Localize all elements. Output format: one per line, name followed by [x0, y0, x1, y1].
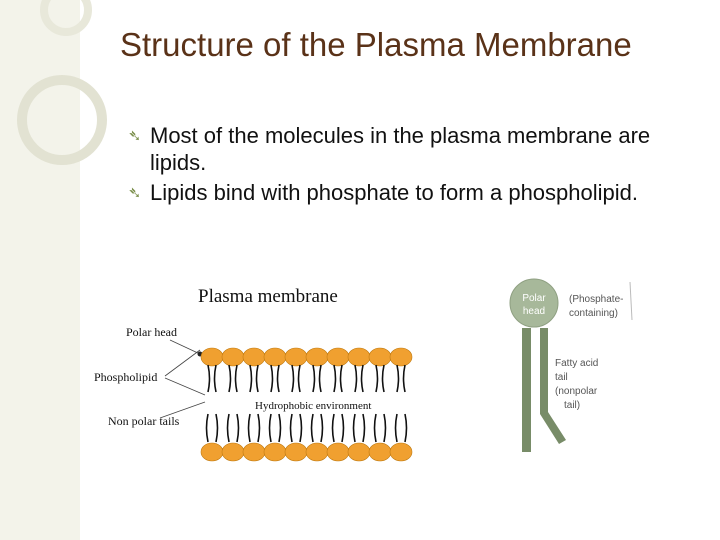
phospholipid-tail [381, 364, 385, 393]
phospholipid-tail [278, 413, 282, 443]
tail-label-line4: tail) [564, 400, 580, 411]
phospholipid-head [326, 347, 350, 367]
deco-ring-small [40, 0, 92, 36]
phospholipid-tail [215, 413, 219, 443]
phospholipid-tail [207, 364, 211, 393]
bullet-item: ➴ Lipids bind with phosphate to form a p… [128, 179, 688, 206]
phospholipid-tail [228, 364, 232, 393]
phospholipid-head [326, 442, 350, 462]
phospholipid-tail [352, 413, 356, 443]
phospholipid-tail [310, 413, 314, 443]
label-hydrophobic: Hydrophobic environment [255, 400, 371, 412]
phospholipid-tail [226, 413, 230, 443]
phospholipid-tail [341, 413, 345, 443]
phospholipid-tail [297, 364, 301, 393]
pointer-line [164, 377, 206, 396]
bullet-arrow-icon: ➴ [128, 185, 142, 202]
bullet-item: ➴ Most of the molecules in the plasma me… [128, 122, 688, 176]
phospholipid-tail [312, 364, 316, 393]
phospholipid-tail [270, 364, 274, 393]
phospholipid-tail [205, 413, 209, 443]
phospholipid-tail [255, 364, 259, 393]
bullet-arrow-icon: ➴ [128, 128, 142, 145]
phospholipid-head [242, 442, 266, 462]
label-polar-head: Polar head [126, 325, 177, 339]
head-label-line1: Polar [522, 293, 546, 304]
phospholipid-head [263, 347, 287, 367]
phospholipid-tail [373, 413, 377, 443]
head-label-line2: head [523, 306, 545, 317]
phospholipid-tail [236, 413, 240, 443]
phospholipid-tail [404, 413, 408, 443]
phospholipid-tail [339, 364, 343, 393]
phospholipid-tail [291, 364, 295, 393]
phospholipid-tail [249, 364, 253, 393]
phospholipid-tail [318, 364, 322, 393]
membrane-title: Plasma membrane [198, 286, 338, 307]
decorative-rings [17, 0, 107, 165]
bracket-line [629, 281, 633, 321]
phospholipid-tail [299, 413, 303, 443]
phospholipid-tail [360, 364, 364, 393]
phospholipid-tail [402, 364, 406, 393]
phospholipid-head [305, 347, 329, 367]
tail-label-line2: tail [555, 372, 568, 383]
phospholipid-head [389, 347, 413, 367]
tail-label-line1: Fatty acid [555, 358, 598, 369]
label-phospholipid: Phospholipid [94, 370, 157, 384]
phospholipid-tail [276, 364, 280, 393]
phospholipid-tail [383, 413, 387, 443]
phospholipid-tail [354, 364, 358, 393]
phospholipid-head [242, 347, 266, 367]
bottom-head-row [200, 442, 413, 462]
phospholipid-head [221, 442, 245, 462]
phospholipid-head [368, 347, 392, 367]
phospholipid-tail [234, 364, 238, 393]
phosphate-label-line2: containing) [569, 308, 618, 319]
phosphate-label-line1: (Phosphate- [569, 294, 623, 305]
phospholipid-tail [247, 413, 251, 443]
pointer-line [169, 339, 201, 355]
top-head-row [200, 347, 413, 367]
phospholipid-diagram: Polar head (Phosphate- containing) Fatty… [509, 278, 633, 452]
deco-ring-large [17, 75, 107, 165]
tail-label-line3: (nonpolar [555, 386, 598, 397]
fatty-acid-tail-left [522, 328, 531, 452]
phospholipid-tail [268, 413, 272, 443]
bullet-text: Lipids bind with phosphate to form a pho… [150, 180, 638, 205]
phospholipid-tail [213, 364, 217, 393]
fatty-acid-tail-right [540, 328, 566, 444]
phospholipid-tail [375, 364, 379, 393]
phospholipid-head [347, 347, 371, 367]
phospholipid-head [389, 442, 413, 462]
pointer-line [159, 401, 206, 419]
phospholipid-tail [331, 413, 335, 443]
phospholipid-tail [333, 364, 337, 393]
phospholipid-tail [320, 413, 324, 443]
phospholipid-head [200, 347, 224, 367]
phospholipid-head [305, 442, 329, 462]
phospholipid-tail [289, 413, 293, 443]
phospholipid-tail [362, 413, 366, 443]
phospholipid-tail [394, 413, 398, 443]
phospholipid-head [284, 347, 308, 367]
top-tail-row [207, 364, 406, 393]
phospholipid-head [200, 442, 224, 462]
bottom-tail-row [205, 413, 408, 443]
phospholipid-head [284, 442, 308, 462]
plasma-membrane-diagram: Plasma membrane Polar head Phospholipid … [94, 286, 413, 462]
polar-head-circle [509, 278, 559, 328]
phospholipid-head [263, 442, 287, 462]
bullet-text: Most of the molecules in the plasma memb… [150, 123, 651, 175]
phospholipid-head [368, 442, 392, 462]
bullet-list: ➴ Most of the molecules in the plasma me… [128, 122, 688, 209]
slide-title: Structure of the Plasma Membrane [120, 26, 632, 63]
phospholipid-tail [257, 413, 261, 443]
label-nonpolar-tails: Non polar tails [108, 414, 180, 428]
phospholipid-head [221, 347, 245, 367]
phospholipid-tail [396, 364, 400, 393]
pointer-line [164, 349, 201, 377]
phospholipid-head [347, 442, 371, 462]
